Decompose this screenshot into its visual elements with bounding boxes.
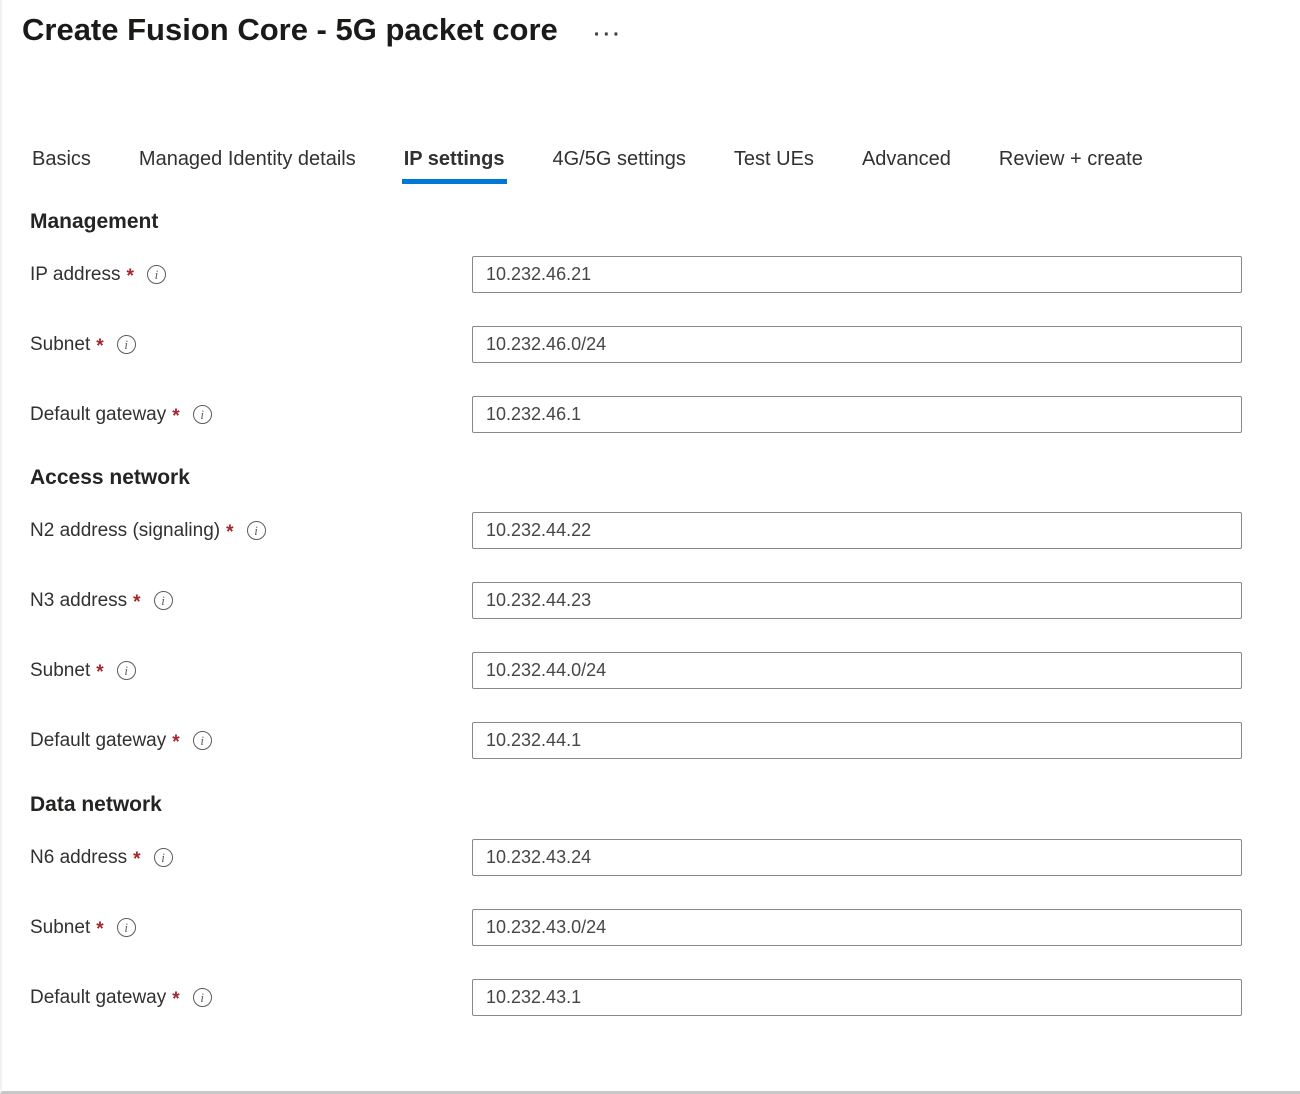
required-asterisk: * [96,335,104,357]
field-label: N3 address [30,589,128,611]
tab-advanced[interactable]: Advanced [861,148,951,171]
info-icon[interactable]: i [146,265,166,285]
access-subnet-input[interactable] [472,652,1242,690]
field-row-subnet: Subnet * i [30,326,1300,364]
field-row-n6-address: N6 address * i [30,839,1300,877]
required-asterisk: * [226,521,234,543]
field-label-group: IP address * i [30,263,472,287]
field-row-n3-address: N3 address * i [30,582,1300,620]
field-label: N2 address (signaling) [30,519,221,541]
tab-ip-settings[interactable]: IP settings [401,148,507,185]
access-n3-address-input[interactable] [472,582,1242,620]
info-icon[interactable]: i [153,591,173,611]
field-label: Default gateway [30,729,167,751]
section-data-network: Data network N6 address * i Subnet * i [30,793,1300,1017]
data-subnet-input[interactable] [472,909,1242,947]
form-content: Management IP address * i Subnet * i [2,210,1300,1017]
access-default-gateway-input[interactable] [472,722,1242,760]
field-row-ip-address: IP address * i [30,256,1300,294]
section-management: Management IP address * i Subnet * i [30,210,1300,434]
section-heading: Data network [30,793,162,817]
field-label: Subnet [30,916,91,938]
field-row-default-gateway: Default gateway * i [30,979,1300,1017]
info-icon[interactable]: i [116,918,136,938]
tab-managed-identity-details[interactable]: Managed Identity details [138,148,356,171]
data-default-gateway-input[interactable] [472,979,1242,1017]
field-label-group: N3 address * i [30,589,472,613]
field-label-group: Default gateway * i [30,403,472,427]
info-icon[interactable]: i [192,988,212,1008]
field-label-group: N6 address * i [30,846,472,870]
info-icon[interactable]: i [116,661,136,681]
field-row-subnet: Subnet * i [30,909,1300,947]
field-row-default-gateway: Default gateway * i [30,396,1300,434]
management-subnet-input[interactable] [472,326,1242,364]
management-ip-address-input[interactable] [472,256,1242,294]
tab-4g-5g-settings[interactable]: 4G/5G settings [552,148,686,171]
section-access-network: Access network N2 address (signaling) * … [30,466,1300,760]
field-label: Default gateway [30,403,167,425]
tab-review-create[interactable]: Review + create [998,148,1143,171]
tab-basics[interactable]: Basics [32,148,91,171]
tab-test-ues[interactable]: Test UEs [733,148,814,171]
wizard-tabs: Basics Managed Identity details IP setti… [30,148,1300,185]
data-n6-address-input[interactable] [472,839,1242,877]
page-header: Create Fusion Core - 5G packet core ··· [2,0,1300,50]
field-label: N6 address [30,846,128,868]
required-asterisk: * [96,661,104,683]
info-icon[interactable]: i [246,521,266,541]
access-n2-address-input[interactable] [472,512,1242,550]
required-asterisk: * [96,918,104,940]
section-heading: Access network [30,466,190,490]
field-label-group: Subnet * i [30,333,472,357]
field-label-group: N2 address (signaling) * i [30,519,472,543]
field-label: Subnet [30,333,91,355]
field-label-group: Subnet * i [30,916,472,940]
management-default-gateway-input[interactable] [472,396,1242,434]
info-icon[interactable]: i [116,335,136,355]
info-icon[interactable]: i [192,731,212,751]
required-asterisk: * [133,848,141,870]
field-label-group: Default gateway * i [30,729,472,753]
info-icon[interactable]: i [153,848,173,868]
page-title: Create Fusion Core - 5G packet core [22,12,558,47]
more-options-icon[interactable]: ··· [593,24,623,46]
required-asterisk: * [172,988,180,1010]
field-row-n2-address: N2 address (signaling) * i [30,512,1300,550]
field-row-subnet: Subnet * i [30,652,1300,690]
info-icon[interactable]: i [192,405,212,425]
field-label-group: Default gateway * i [30,986,472,1010]
section-heading: Management [30,210,159,234]
field-label-group: Subnet * i [30,659,472,683]
field-label: Subnet [30,659,91,681]
required-asterisk: * [126,265,134,287]
field-label: Default gateway [30,986,167,1008]
required-asterisk: * [172,405,180,427]
field-label: IP address [30,263,121,285]
required-asterisk: * [172,731,180,753]
field-row-default-gateway: Default gateway * i [30,722,1300,760]
required-asterisk: * [133,591,141,613]
